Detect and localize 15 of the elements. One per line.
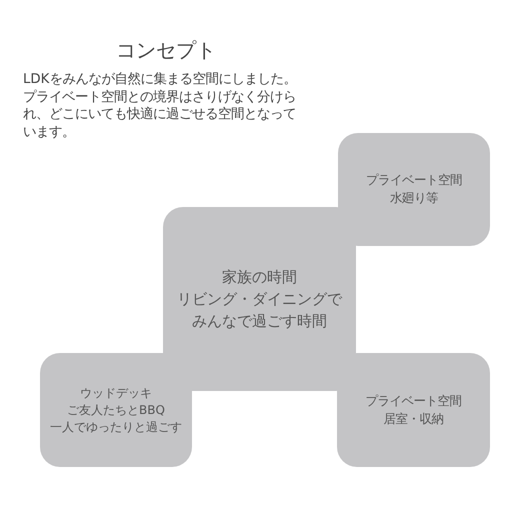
- zone-title: ウッドデッキ: [80, 384, 152, 402]
- zone-block: [337, 353, 490, 467]
- zone-description: 居室・収納: [384, 411, 444, 428]
- zone-title: 家族の時間: [222, 267, 297, 288]
- zone-block: [338, 133, 490, 246]
- zone-description: ご友人たちとBBQ: [67, 402, 165, 418]
- zone-title: プライベート空間: [366, 393, 462, 410]
- zone-description: 一人でゆったりと過ごす: [50, 418, 182, 436]
- zone-block: [40, 353, 192, 467]
- zone-description: 水廻り等: [390, 190, 438, 206]
- zone-block: [163, 207, 356, 391]
- heading: コンセプト: [115, 37, 217, 63]
- zone-title: プライベート空間: [366, 172, 462, 189]
- zone-description: リビング・ダイニングでみんなで過ごす時間: [176, 289, 344, 332]
- description-text: LDKをみんなが自然に集まる空間にしました。プライベート空間との境界はさりげなく分けられ、どこにいても快適に過ごせる空間となっています。: [23, 71, 298, 141]
